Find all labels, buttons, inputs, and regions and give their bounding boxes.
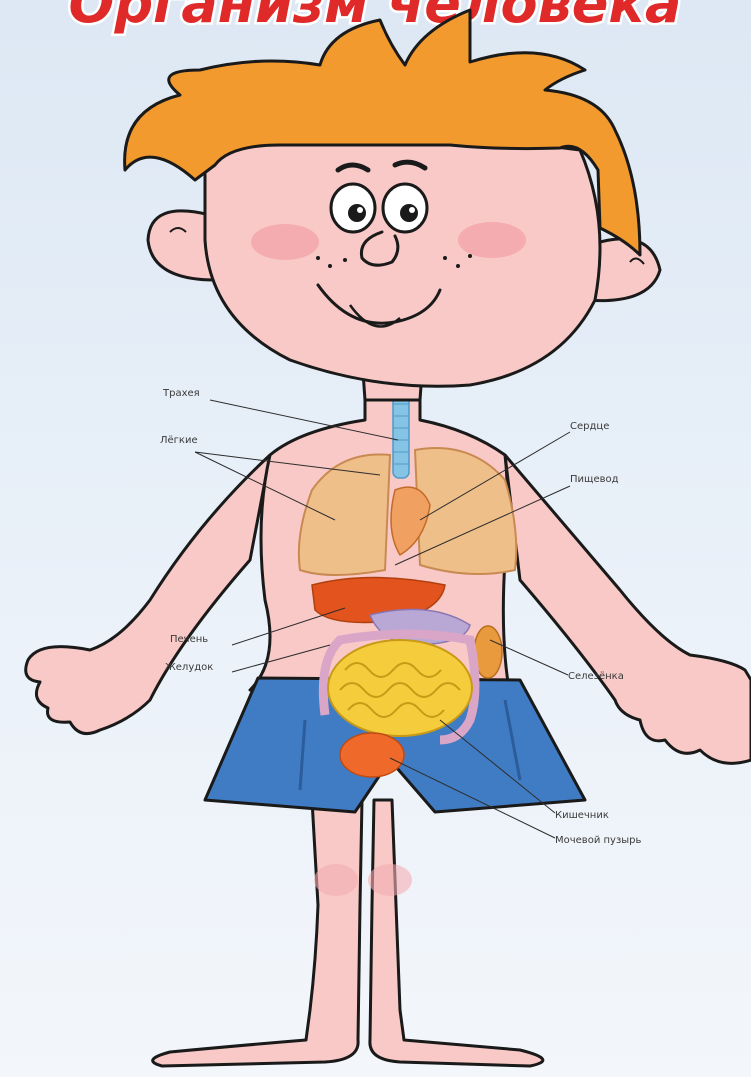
label-liver: Печень	[170, 634, 208, 645]
label-intestine: Кишечник	[555, 810, 609, 821]
label-esophagus: Пищевод	[570, 474, 619, 485]
label-spleen: Селезёнка	[568, 671, 624, 682]
label-bladder: Мочевой пузырь	[555, 835, 642, 846]
label-heart: Сердце	[570, 421, 609, 432]
label-trachea: Трахея	[162, 388, 200, 399]
bladder	[340, 733, 404, 777]
left-arm	[26, 455, 270, 734]
small-intestine	[328, 640, 472, 736]
legs	[153, 800, 543, 1066]
label-stomach: Желудок	[165, 662, 213, 673]
label-lungs: Лёгкие	[160, 435, 198, 446]
right-arm	[505, 455, 751, 763]
